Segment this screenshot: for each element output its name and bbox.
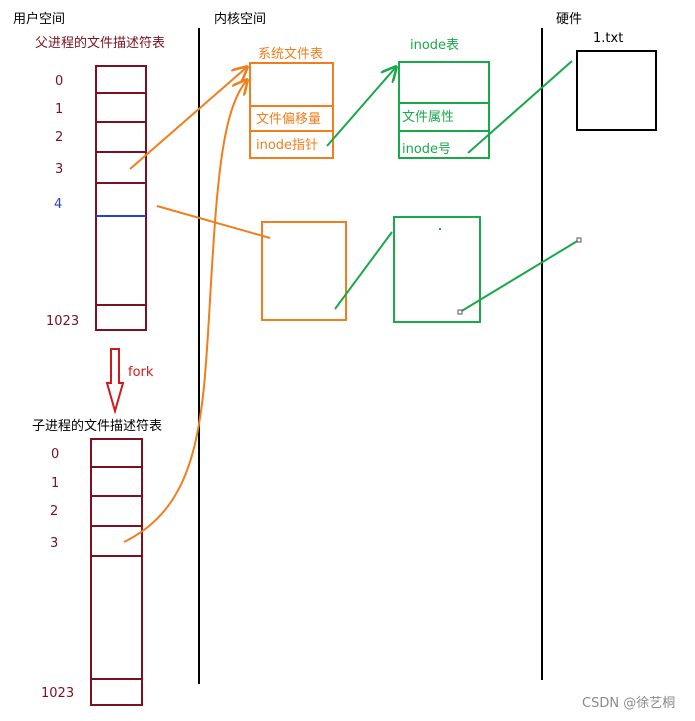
system-file-table-title: 系统文件表	[258, 47, 324, 62]
watermark: CSDN @徐艺桐	[582, 696, 676, 711]
inode-entry-2	[393, 216, 481, 323]
inode-dot	[439, 228, 441, 230]
kernel-space-label: 内核空间	[214, 12, 267, 27]
inode-entry	[398, 61, 490, 159]
parent-fd-index-1023: 1023	[46, 314, 80, 329]
inode-table-title: inode表	[410, 38, 460, 53]
child-fd-index-1: 1	[51, 476, 60, 491]
hardware-label: 硬件	[556, 12, 583, 27]
parent-fd-table	[95, 65, 147, 331]
child-table-title: 子进程的文件描述符表	[32, 419, 163, 434]
line-inode-num-to-file	[467, 60, 573, 154]
line-file-entry-2-to-inode-2	[334, 231, 393, 310]
line-parent-fd4-to-file-entry-2	[156, 205, 271, 239]
parent-table-title: 父进程的文件描述符表	[35, 36, 166, 51]
user-space-label: 用户空间	[13, 12, 66, 27]
parent-fd-index-4: 4	[54, 197, 63, 212]
fork-label: fork	[128, 365, 154, 380]
arrow-parent-fd3-to-file-entry	[129, 67, 247, 170]
file-1txt-box	[576, 50, 657, 131]
child-fd-table	[90, 438, 143, 706]
parent-fd-index-3: 3	[55, 162, 64, 177]
system-file-entry-2	[261, 221, 347, 321]
inode-2-endpoint-handle	[457, 309, 463, 315]
file-offset-label: 文件偏移量	[256, 112, 322, 127]
parent-fd-index-0: 0	[55, 74, 64, 89]
file-attributes-label: 文件属性	[402, 110, 455, 125]
parent-fd-index-2: 2	[55, 130, 64, 145]
inode-number-label: inode号	[402, 142, 452, 157]
file-name-label: 1.txt	[593, 31, 624, 46]
child-fd-index-0: 0	[51, 447, 60, 462]
child-fd-index-2: 2	[50, 504, 59, 519]
child-fd-index-3: 3	[50, 536, 59, 551]
child-fd-index-1023: 1023	[41, 686, 75, 701]
arrow-inode-pointer-to-inode	[326, 67, 396, 147]
line-inode-2-to-hardware	[459, 239, 580, 313]
system-file-entry	[249, 62, 334, 159]
parent-fd-index-1: 1	[55, 102, 64, 117]
inode-pointer-label: inode指针	[256, 138, 319, 153]
hardware-endpoint-handle	[576, 237, 582, 243]
arrow-child-fd3-to-file-entry	[123, 80, 247, 543]
fork-arrow	[105, 348, 125, 415]
